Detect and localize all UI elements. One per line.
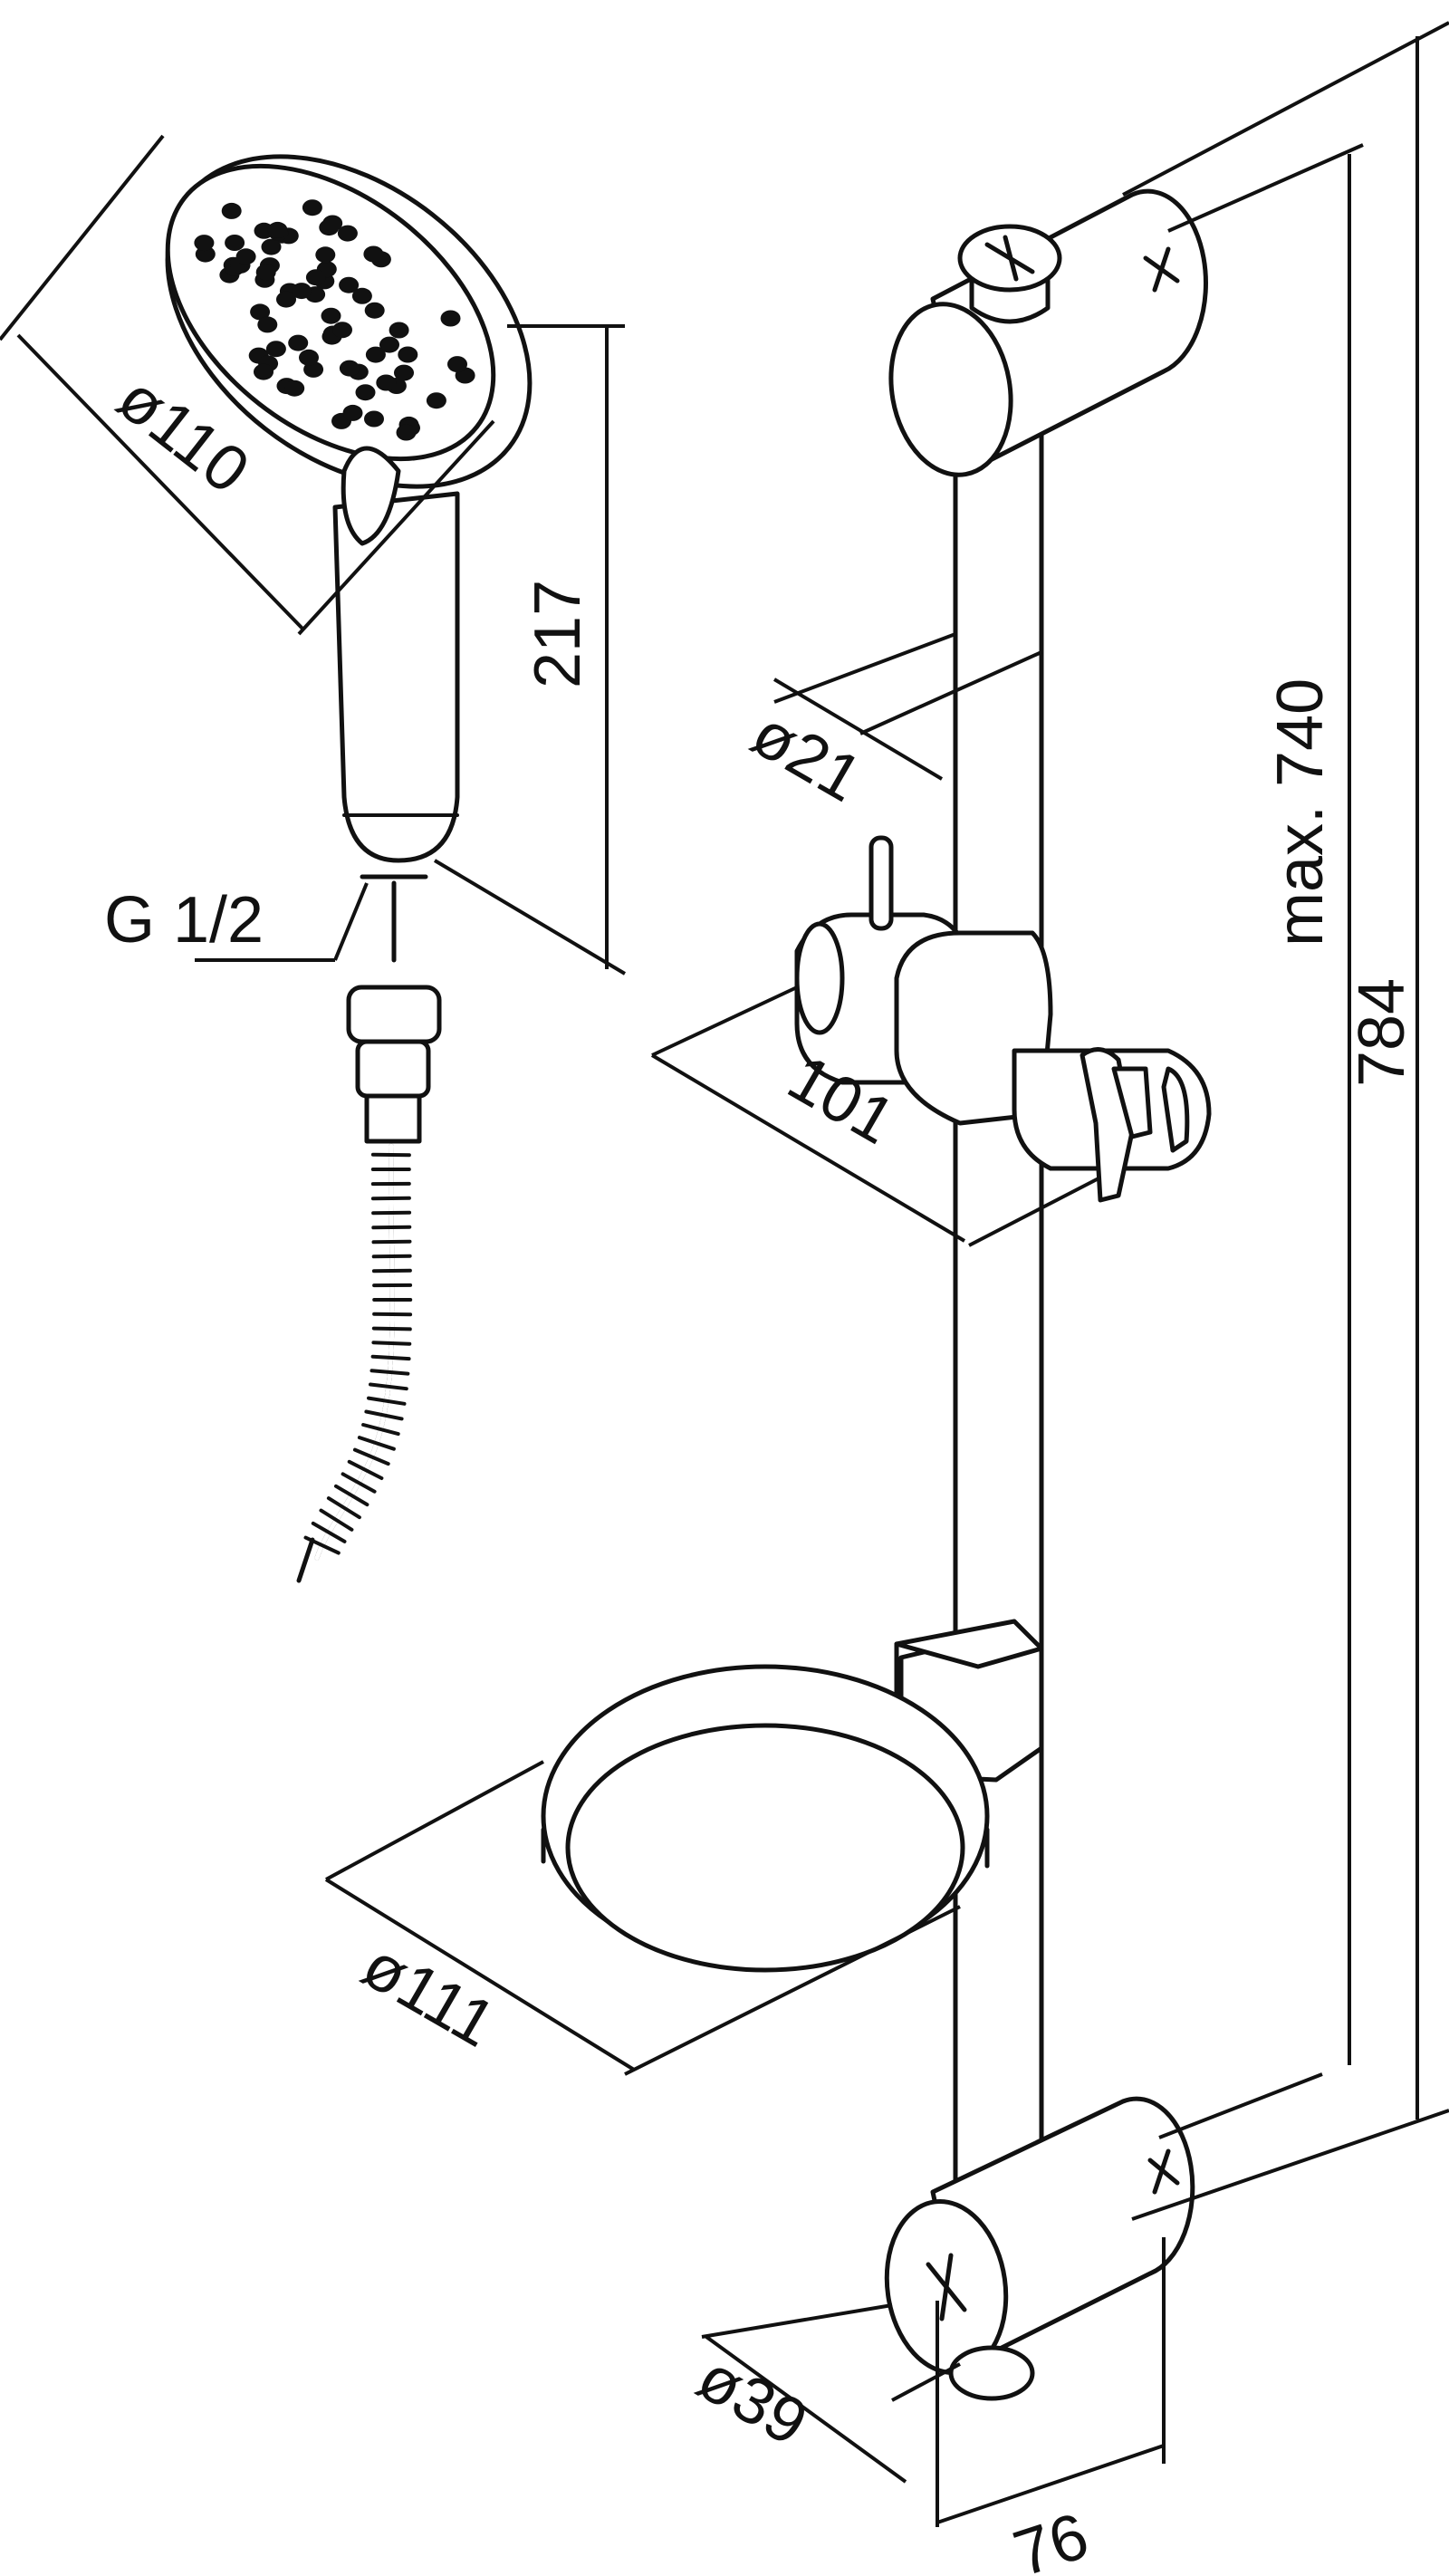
hose-ring: [326, 1496, 361, 1520]
nozzle-hole: [267, 221, 288, 238]
nozzle-hole: [305, 269, 326, 286]
label-wall-distance: 76: [1005, 2499, 1097, 2576]
nozzle-hole: [250, 303, 271, 321]
nozzle-hole: [284, 380, 305, 397]
nozzle-hole: [299, 349, 319, 366]
soap-dish: [541, 1619, 1044, 1973]
hose-ring: [371, 1254, 412, 1259]
hose-ring: [369, 1382, 408, 1391]
hose-ring: [367, 1396, 407, 1406]
nozzle-hole: [426, 392, 446, 409]
hose-ring: [357, 1436, 396, 1451]
nozzle-hole: [332, 322, 352, 339]
nozzle-hole: [351, 287, 372, 304]
nozzle-hole: [398, 346, 418, 363]
nozzle-hole: [337, 225, 358, 242]
nozzle-hole: [342, 404, 363, 421]
label-total-height: 784: [1346, 978, 1418, 1087]
slide-rail: [953, 396, 1044, 2186]
hose-ring: [347, 1459, 384, 1480]
nozzle-hole: [254, 363, 273, 380]
hose-ring: [334, 1484, 369, 1507]
top-bracket: [888, 188, 1208, 477]
hose-ring: [371, 1225, 412, 1230]
nozzle-hole: [255, 264, 276, 281]
nozzle-hole: [396, 424, 417, 441]
nozzle-hole: [315, 246, 336, 264]
nozzle-hole: [447, 356, 467, 373]
nozzle-hole: [365, 346, 386, 363]
shower-handle: [332, 491, 460, 863]
nozzle-hole: [376, 374, 397, 391]
hose-ring: [369, 1369, 410, 1376]
nozzle-hole: [261, 238, 282, 255]
nozzle-hole: [302, 199, 322, 216]
nozzle-hole: [276, 291, 296, 308]
hose-ring: [352, 1447, 390, 1466]
nozzle-hole: [292, 283, 312, 300]
dish-ring-inner: [565, 1723, 965, 1973]
label-thread: G 1/2: [104, 884, 264, 956]
hose-ring: [371, 1341, 412, 1346]
rail-tube: [953, 396, 1044, 2186]
label-dish-diameter: ø111: [350, 1929, 507, 2062]
nozzle-hole: [221, 202, 242, 219]
slider: [794, 835, 1212, 1203]
label-handle-length: 217: [522, 580, 594, 688]
hose-ring: [371, 1239, 412, 1245]
nozzle-hole: [265, 341, 286, 358]
nozzle-hole: [440, 310, 461, 327]
hose-ring: [370, 1354, 411, 1361]
nozzle-hole: [379, 336, 399, 353]
hose-ring: [364, 1409, 404, 1421]
hose-ring: [311, 1521, 347, 1543]
nozzle-hole: [355, 384, 376, 401]
dimensions: [0, 21, 1449, 2527]
nozzle-hole: [363, 245, 384, 263]
hand-shower: [165, 154, 533, 879]
label-bracket-diameter: ø39: [686, 2341, 819, 2460]
nozzle-hole: [321, 307, 341, 324]
nozzle-hole: [322, 215, 343, 232]
nozzle-hole: [257, 316, 278, 333]
nozzle-hole: [225, 235, 245, 251]
nozzle-hole: [235, 248, 256, 265]
hose-ring: [371, 1326, 412, 1331]
nozzle-hole: [339, 276, 360, 293]
nozzle-hole: [339, 360, 360, 377]
hose-ring: [361, 1423, 400, 1437]
hose-ring: [319, 1508, 354, 1532]
nozzle-hole: [364, 302, 385, 319]
label-rail-diameter: ø21: [740, 697, 873, 816]
label-adjust-range: max. 740: [1264, 678, 1337, 947]
nozzle-holes: [194, 199, 475, 441]
nozzle-hole: [389, 322, 409, 339]
nozzle-hole: [288, 334, 309, 351]
nozzle-hole: [194, 235, 215, 252]
shower-hose: [296, 880, 442, 1583]
bottom-bracket: [884, 2096, 1195, 2401]
hose-ring: [341, 1472, 377, 1494]
nozzle-hole: [394, 364, 414, 381]
nozzle-hole: [364, 410, 384, 428]
